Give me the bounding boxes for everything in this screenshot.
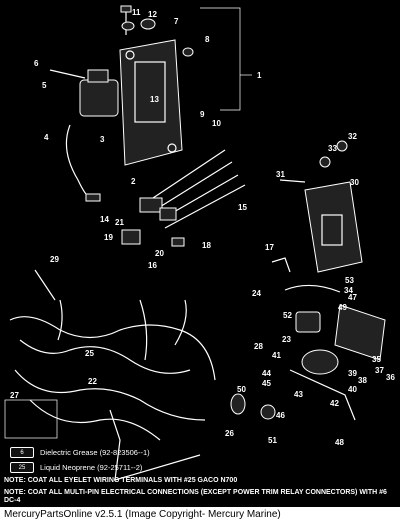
spacer-8 xyxy=(182,47,194,57)
callout-12: 12 xyxy=(148,10,157,19)
callout-39: 39 xyxy=(348,369,357,378)
callout-1: 1 xyxy=(257,71,262,80)
callout-4: 4 xyxy=(44,133,49,142)
legend-item-grease: 6 Dielectric Grease (92-823506--1) xyxy=(10,447,150,458)
ignition-coil xyxy=(49,69,119,117)
bracket-29 xyxy=(271,257,291,273)
sensor-assembly xyxy=(284,284,386,421)
tube-icon: 25 xyxy=(10,462,34,473)
wiring-harness-15 xyxy=(139,149,246,229)
callout-7: 7 xyxy=(174,17,179,26)
callout-2: 2 xyxy=(131,177,136,186)
callout-21: 21 xyxy=(115,218,124,227)
note-multipin: NOTE: COAT ALL MULTI-PIN ELECTRICAL CONN… xyxy=(4,489,387,504)
callout-10: 10 xyxy=(212,119,221,128)
callout-19: 19 xyxy=(104,233,113,242)
bolt-31 xyxy=(279,179,306,183)
callout-52: 52 xyxy=(283,311,292,320)
callout-32: 32 xyxy=(348,132,357,141)
callout-42: 42 xyxy=(330,399,339,408)
callout-33: 33 xyxy=(328,144,337,153)
ecm-module xyxy=(304,181,363,273)
grommet-7 xyxy=(140,18,156,30)
callout-38: 38 xyxy=(358,376,367,385)
callout-5: 5 xyxy=(42,81,47,90)
bolt-11 xyxy=(120,5,132,35)
tube-icon: 6 xyxy=(10,447,34,458)
callout-40: 40 xyxy=(348,385,357,394)
callout-15: 15 xyxy=(238,203,247,212)
sender-51 xyxy=(260,404,276,420)
callout-13: 13 xyxy=(150,95,159,104)
footer-copyright: MercuryPartsOnline v2.5.1 (Image Copyrig… xyxy=(0,507,400,523)
callout-6: 6 xyxy=(34,59,39,68)
note-eyelet: NOTE: COAT ALL EYELET WIRING TERMINALS W… xyxy=(4,477,238,484)
relay-16 xyxy=(121,229,141,245)
callout-16: 16 xyxy=(148,261,157,270)
washer-12 xyxy=(121,21,135,31)
trim-sender-50 xyxy=(230,393,246,415)
callout-37: 37 xyxy=(375,366,384,375)
callout-43: 43 xyxy=(294,390,303,399)
spark-plug-lead xyxy=(65,124,91,199)
callout-50: 50 xyxy=(237,385,246,394)
callout-25: 25 xyxy=(85,349,94,358)
callout-27: 27 xyxy=(10,391,19,400)
callout-48: 48 xyxy=(335,438,344,447)
legend-item-neoprene: 25 Liquid Neoprene (92-25711--2) xyxy=(10,462,142,473)
part-17 xyxy=(171,237,185,247)
callout-47: 47 xyxy=(348,293,357,302)
inset-box-27 xyxy=(4,399,58,439)
callout-53: 53 xyxy=(345,276,354,285)
callout-18: 18 xyxy=(202,241,211,250)
callout-11: 11 xyxy=(132,8,141,17)
callout-28: 28 xyxy=(254,342,263,351)
legend-text: Liquid Neoprene (92-25711--2) xyxy=(40,463,143,472)
spark-plug-boot xyxy=(85,193,101,202)
callout-41: 41 xyxy=(272,351,281,360)
callout-49: 49 xyxy=(338,303,347,312)
callout-8: 8 xyxy=(205,35,210,44)
callout-3: 3 xyxy=(100,135,105,144)
callout-29: 29 xyxy=(50,255,59,264)
callout-17: 17 xyxy=(265,243,274,252)
callout-26: 26 xyxy=(225,429,234,438)
legend-text: Dielectric Grease (92-823506--1) xyxy=(40,448,150,457)
grommet-32 xyxy=(336,140,348,152)
callout-23: 23 xyxy=(282,335,291,344)
callout-45: 45 xyxy=(262,379,271,388)
callout-46: 46 xyxy=(276,411,285,420)
callout-14: 14 xyxy=(100,215,109,224)
callout-20: 20 xyxy=(155,249,164,258)
callout-22: 22 xyxy=(88,377,97,386)
callout-24: 24 xyxy=(252,289,261,298)
main-wiring-harness xyxy=(9,299,216,481)
mounting-plate xyxy=(119,39,183,166)
callout-31: 31 xyxy=(276,170,285,179)
callout-36: 36 xyxy=(386,373,395,382)
callout-9: 9 xyxy=(200,110,205,119)
nut-33 xyxy=(319,156,331,168)
callout-34: 34 xyxy=(344,286,353,295)
callout-30: 30 xyxy=(350,178,359,187)
tie-strap-24 xyxy=(34,269,56,301)
callout-51: 51 xyxy=(268,436,277,445)
callout-44: 44 xyxy=(262,369,271,378)
callout-35: 35 xyxy=(372,355,381,364)
callout-bracket-line xyxy=(200,7,241,111)
